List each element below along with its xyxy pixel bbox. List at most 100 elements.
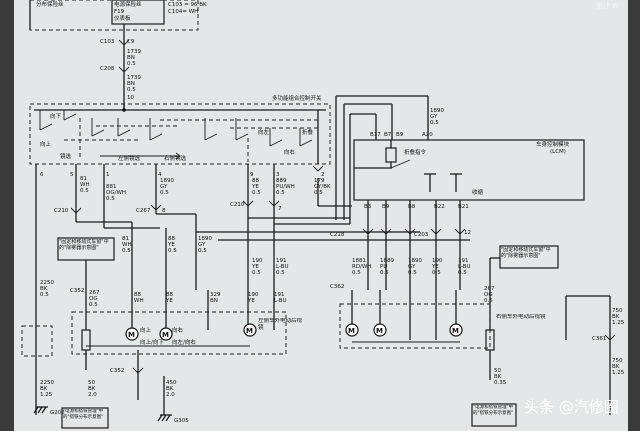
wire-05-d: 0.5	[80, 188, 89, 194]
wire-035-a: 0.35	[494, 380, 507, 386]
pin-12: 12	[464, 230, 471, 236]
motor-glyph-c: M	[246, 327, 253, 335]
lcm-code: (LCM)	[550, 149, 566, 155]
lcm-box	[353, 139, 585, 201]
motor-glyph-e: M	[376, 327, 383, 335]
conn-c352-b: C352	[110, 368, 124, 374]
wire-88: 88	[168, 236, 175, 242]
wire-05-a: 0.5	[127, 61, 136, 67]
wire-05-u: 0.5	[89, 302, 98, 308]
label-unfold: 收缩	[472, 188, 484, 196]
wire-1881: 1881	[352, 258, 366, 264]
wire-191-a: 191	[276, 258, 287, 264]
conn-c203: C203	[414, 232, 429, 238]
conn-c208-label: C208	[100, 66, 115, 72]
body-control-module: 车身控制模块 (LCM) 折叠指令 收缩 B17 B7 B9 A20 1890 …	[330, 95, 585, 290]
pin-3: 3	[276, 172, 280, 178]
wire-125-a: 1.25	[40, 392, 53, 398]
label-fold: 折叠	[302, 128, 314, 136]
wire-889: 889	[276, 178, 287, 184]
conn-b8: B8	[408, 204, 416, 210]
left-updown-label: 向上/向下	[140, 338, 164, 346]
fuse-location: 仪表板	[114, 14, 131, 22]
wire-267-a: 267	[89, 290, 100, 296]
wire-125-c: 1.25	[612, 370, 625, 376]
wire-bk-e: BK	[612, 364, 620, 370]
switch-outline	[29, 103, 331, 165]
ground-g305: G305	[157, 414, 189, 424]
wire-190-c: 190	[248, 292, 259, 298]
wire-1890-b: 1890	[198, 236, 212, 242]
wire-puwh: PU/WH	[276, 184, 295, 190]
left-mirror-label: 左侧车外电动后视镜	[258, 318, 303, 331]
conn-c267: C267	[136, 208, 151, 214]
wire-88-c: 88	[134, 292, 141, 298]
wire-05-q: 0.5	[380, 270, 389, 276]
wire-bk-c: BK	[494, 374, 502, 380]
label-right-mirror-sel: 右侧镜选	[164, 154, 187, 162]
wire-05-k: 0.5	[276, 190, 285, 196]
watermark-brand: 头条 @汽修圈	[524, 398, 619, 416]
pin-2: 2	[321, 172, 325, 178]
pin-5: 5	[70, 172, 74, 178]
wire-bn-b: BN	[127, 81, 135, 87]
label-up: 向上	[40, 140, 52, 148]
wire-gy-d: GY	[408, 264, 416, 270]
wire-rdwh: RD/WH	[352, 264, 371, 270]
wire-1739-a: 1739	[127, 49, 141, 55]
wire-05-n: 0.5	[276, 270, 285, 276]
wire-05-e: 0.5	[122, 248, 131, 254]
wire-881: 881	[106, 184, 117, 190]
wire-bn-a: BN	[127, 55, 135, 61]
wire-1889: 1889	[380, 258, 394, 264]
pin-10: 10	[127, 95, 134, 101]
conn-c210-b: C210	[230, 202, 245, 208]
conn-b7: B7	[384, 132, 392, 138]
wire-1739-b: 1739	[127, 75, 141, 81]
wire-191-c: 191	[274, 292, 285, 298]
wire-267-b: 267	[484, 286, 495, 292]
left-leftright-label: 向左/向右	[172, 338, 196, 346]
wire-wh-c: WH	[134, 298, 144, 304]
pin-1: 1	[106, 172, 110, 178]
wire-gy-a: GY	[160, 184, 168, 190]
wire-190-a: 190	[252, 258, 263, 264]
wire-2250-b: 2250	[40, 380, 54, 386]
wire-gy-c: GY	[430, 114, 438, 120]
wire-81: 81	[80, 176, 87, 182]
wire-05-o: 0.5	[430, 120, 439, 126]
wire-450: 450	[166, 380, 177, 386]
motor-glyph-f: M	[452, 327, 459, 335]
wire-05-h: 0.5	[198, 248, 207, 254]
watermark-corner: 测计 W	[596, 1, 619, 10]
watermark: 头条 @汽修圈 测计 W	[524, 1, 619, 416]
wire-750-a: 750	[612, 308, 623, 314]
wire-1890-a: 1890	[160, 178, 174, 184]
right-mirror: C362 M M M 右侧车外电动后视镜 50 BK 0.35	[330, 284, 546, 386]
fuse-note: 电源保险丝	[114, 0, 142, 8]
wire-lbu-c: L-BU	[274, 298, 287, 304]
wire-05-i: 0.5	[168, 248, 177, 254]
wire-bk-b: BK	[40, 386, 48, 392]
wire-750-b: 750	[612, 358, 623, 364]
motor-glyph-d: M	[348, 327, 355, 335]
wire-ye-f: YE	[247, 298, 255, 304]
conn-b22: B22	[434, 204, 445, 210]
pin-c9: C9	[127, 39, 135, 45]
conn-c210-a: C210	[54, 208, 69, 214]
g202-label: G202	[50, 410, 65, 416]
wire-ye-d: YE	[431, 264, 439, 270]
left-mirror: C352 88 WH 88 YE 329 BN 190 YE 191 L-BU …	[70, 288, 303, 370]
ground-g202: G202	[33, 406, 65, 416]
wire-lbu-b: L-BU	[458, 264, 471, 270]
wire-05-m: 0.5	[252, 270, 261, 276]
label-mirror-sel: 镜选	[60, 152, 72, 160]
wire-bk-g: BK	[166, 386, 174, 392]
wire-190-b: 190	[432, 258, 443, 264]
pin-7: 7	[278, 206, 282, 212]
pin-6: 6	[40, 172, 44, 178]
wire-05-p: 0.5	[352, 270, 361, 276]
wire-lbu-a: L-BU	[276, 264, 289, 270]
wire-329: 329	[210, 292, 221, 298]
